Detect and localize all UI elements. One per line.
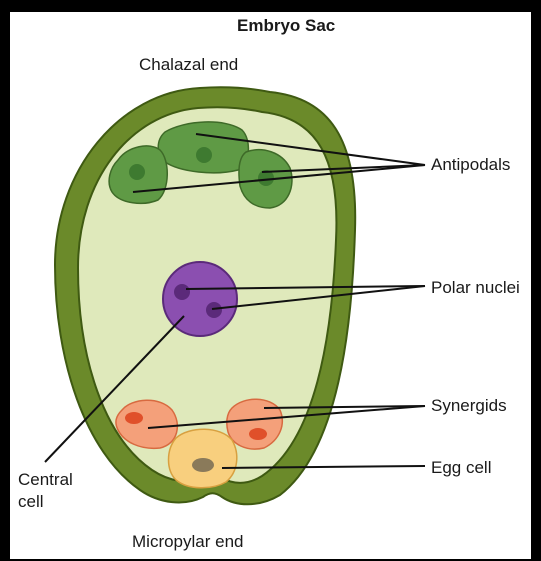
- polar-nucleus: [174, 284, 190, 300]
- antipodals-label: Antipodals: [431, 155, 510, 175]
- chalazal-end-label: Chalazal end: [139, 55, 238, 75]
- synergid-nucleus: [249, 428, 267, 440]
- synergids-label: Synergids: [431, 396, 507, 416]
- micropylar-end-label: Micropylar end: [132, 532, 244, 552]
- central-cell-label-line2: cell: [18, 492, 44, 512]
- antipodal-nucleus: [196, 147, 212, 163]
- figure-title: Embryo Sac: [237, 16, 335, 36]
- polar-nuclei-label: Polar nuclei: [431, 278, 520, 298]
- polar-nuclei-cell: [163, 262, 237, 336]
- antipodal-nucleus: [129, 164, 145, 180]
- synergid-nucleus: [125, 412, 143, 424]
- central-cell-label-line1: Central: [18, 470, 73, 490]
- egg-cell-label: Egg cell: [431, 458, 491, 478]
- egg-nucleus: [192, 458, 214, 472]
- synergid-right: [227, 399, 282, 449]
- polar-nucleus: [206, 302, 222, 318]
